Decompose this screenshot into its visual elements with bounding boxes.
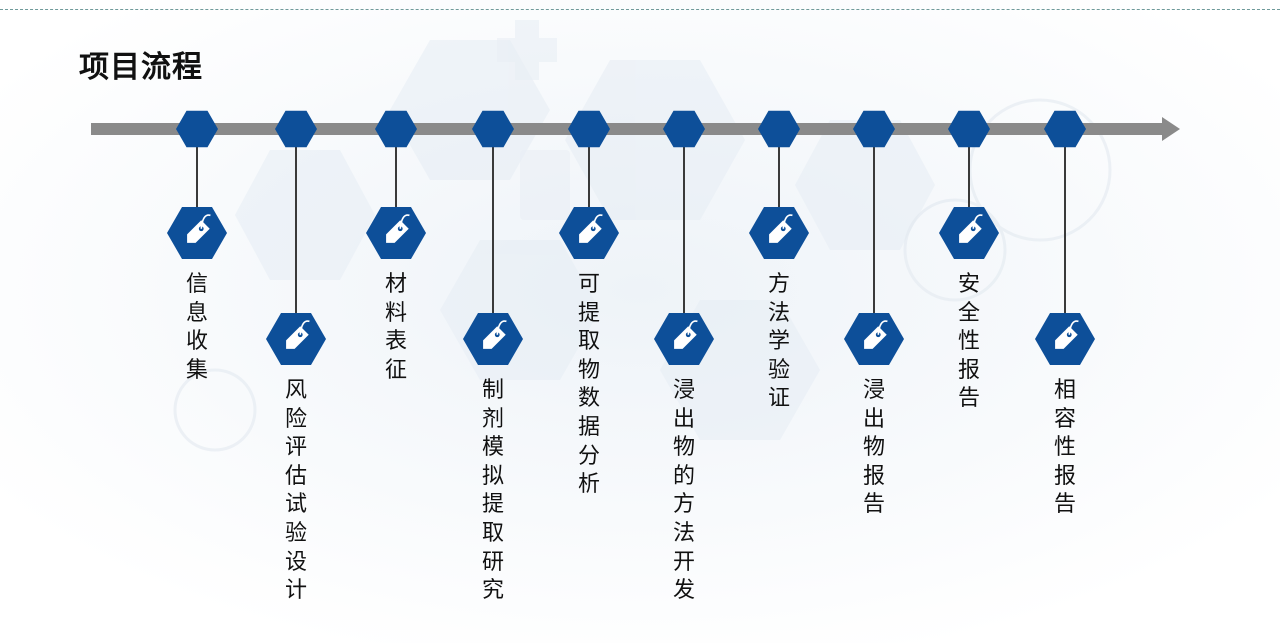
page-title: 项目流程 <box>79 50 203 85</box>
timeline-arrow-shaft <box>91 123 1166 135</box>
price-tag-icon <box>483 320 507 349</box>
step-label: 制剂模拟提取研究 <box>481 378 504 604</box>
step-label: 相容性报告 <box>1053 378 1076 518</box>
price-tag-icon <box>864 320 888 349</box>
price-tag-icon <box>769 214 793 243</box>
step-label: 材料表征 <box>384 272 407 383</box>
timeline-node <box>948 110 990 148</box>
step-label: 浸出物报告 <box>862 378 885 518</box>
price-tag-icon <box>579 214 603 243</box>
step-label: 风险评估试验设计 <box>284 378 307 604</box>
price-tag-icon <box>674 320 698 349</box>
timeline-node <box>275 110 317 148</box>
timeline-node <box>568 110 610 148</box>
timeline-node <box>472 110 514 148</box>
timeline-arrow-head <box>1162 117 1180 141</box>
price-tag-icon <box>286 320 310 349</box>
price-tag-icon <box>386 214 410 243</box>
step-label: 浸出物的方法开发 <box>672 378 695 604</box>
timeline-node <box>375 110 417 148</box>
top-divider <box>0 9 1280 10</box>
timeline-node <box>758 110 800 148</box>
timeline-node <box>853 110 895 148</box>
price-tag-icon <box>187 214 211 243</box>
timeline-node <box>663 110 705 148</box>
price-tag-icon <box>1055 320 1079 349</box>
timeline-node <box>176 110 218 148</box>
price-tag-icon <box>959 214 983 243</box>
step-label: 可提取物数据分析 <box>577 272 600 498</box>
step-label: 安全性报告 <box>957 272 980 412</box>
step-label: 方法学验证 <box>767 272 790 412</box>
step-label: 信息收集 <box>185 272 208 383</box>
timeline-node <box>1044 110 1086 148</box>
